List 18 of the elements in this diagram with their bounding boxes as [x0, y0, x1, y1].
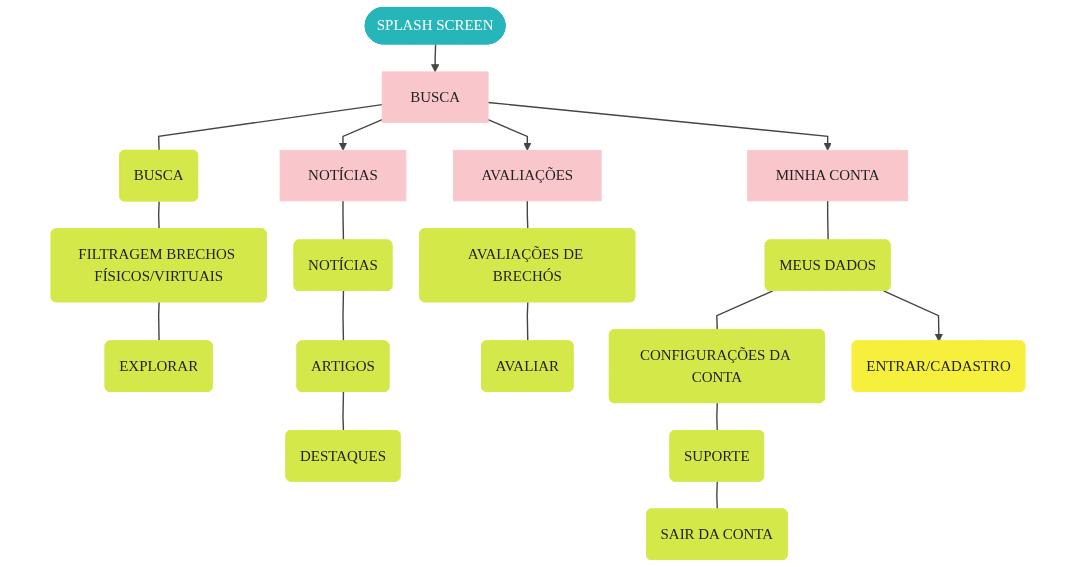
arrow [487, 119, 532, 151]
connector [342, 200, 345, 242]
arrow [338, 119, 383, 151]
connector [716, 290, 774, 331]
node-box: AVALIAÇÕES [453, 149, 602, 202]
arrow [487, 101, 832, 151]
connector [826, 200, 829, 242]
connector [716, 402, 718, 432]
connector [157, 200, 160, 230]
arrow [882, 290, 943, 342]
arrow [431, 43, 440, 73]
connector [716, 480, 718, 511]
connector [526, 200, 529, 230]
node-box: MINHA CONTA [747, 149, 909, 202]
node-box: NOTÍCIAS [279, 149, 407, 202]
node-box: BUSCA [381, 71, 489, 123]
connector [342, 391, 345, 432]
connector [157, 103, 383, 152]
